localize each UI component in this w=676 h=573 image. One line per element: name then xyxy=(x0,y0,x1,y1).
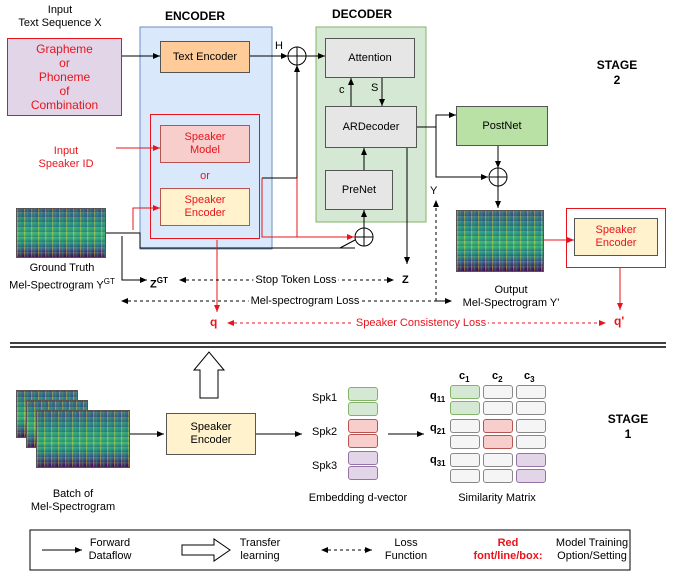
embedding-cell xyxy=(348,419,378,433)
consistency-loss-label: Speaker Consistency Loss xyxy=(353,317,489,330)
embedding-label: Embedding d-vector xyxy=(308,492,408,504)
similarity-cell xyxy=(483,453,513,467)
similarity-cell xyxy=(516,419,546,433)
stop-token-loss-label: Stop Token Loss xyxy=(253,274,339,287)
similarity-cell xyxy=(483,435,513,449)
col-label-c2: c2 xyxy=(492,370,503,385)
attention-box: Attention xyxy=(325,38,415,78)
similarity-cell xyxy=(516,435,546,449)
mel-loss-label: Mel-spectrogram Loss xyxy=(248,295,362,308)
speaker-encoder-output-group xyxy=(566,208,666,268)
h-label: H xyxy=(275,40,283,52)
ground-truth-spectrogram xyxy=(16,208,106,258)
q-prime-label: q' xyxy=(614,314,625,328)
row-label-q31: q31 xyxy=(430,454,446,469)
similarity-cell xyxy=(450,419,480,433)
q-label: q xyxy=(210,315,218,329)
similarity-cell xyxy=(516,385,546,399)
postnet-box: PostNet xyxy=(456,106,548,146)
row-label-q11: q11 xyxy=(430,390,446,405)
row-label-q21: q21 xyxy=(430,422,446,437)
or-label: or xyxy=(200,170,210,182)
similarity-cell xyxy=(516,401,546,415)
batch-spectrogram-1 xyxy=(36,410,130,468)
similarity-cell xyxy=(483,469,513,483)
decoder-title: DECODER xyxy=(331,7,393,21)
embedding-cell xyxy=(348,451,378,465)
similarity-cell xyxy=(516,453,546,467)
embedding-cell xyxy=(348,434,378,448)
prenet-box: PreNet xyxy=(325,170,393,210)
similarity-cell xyxy=(450,385,480,399)
col-label-c1: c1 xyxy=(459,370,470,385)
col-label-c3: c3 xyxy=(524,370,535,385)
similarity-cell xyxy=(450,435,480,449)
similarity-cell xyxy=(450,469,480,483)
z-gt-label: ZGT xyxy=(150,276,168,291)
spk1-label: Spk1 xyxy=(312,392,338,404)
spk3-label: Spk3 xyxy=(312,460,338,472)
similarity-cell xyxy=(516,469,546,483)
speaker-selection-group xyxy=(150,114,260,239)
ardecoder-box: ARDecoder xyxy=(325,106,417,148)
similarity-cell xyxy=(450,453,480,467)
similarity-label: Similarity Matrix xyxy=(458,492,536,504)
spk2-label: Spk2 xyxy=(312,426,338,438)
similarity-matrix xyxy=(450,385,550,485)
y-label: Y xyxy=(430,185,438,197)
similarity-cell xyxy=(483,385,513,399)
embedding-cell xyxy=(348,387,378,401)
s-label: S xyxy=(371,82,379,94)
embedding-cell xyxy=(348,402,378,416)
encoder-title: ENCODER xyxy=(164,9,226,23)
similarity-cell xyxy=(483,419,513,433)
z-label: Z xyxy=(402,274,409,286)
embedding-cell xyxy=(348,466,378,480)
text-encoder-box: Text Encoder xyxy=(160,41,250,73)
similarity-cell xyxy=(450,401,480,415)
c-label: c xyxy=(339,84,345,96)
output-spectrogram xyxy=(456,210,544,272)
similarity-cell xyxy=(483,401,513,415)
transfer-learning-arrow xyxy=(192,351,226,399)
